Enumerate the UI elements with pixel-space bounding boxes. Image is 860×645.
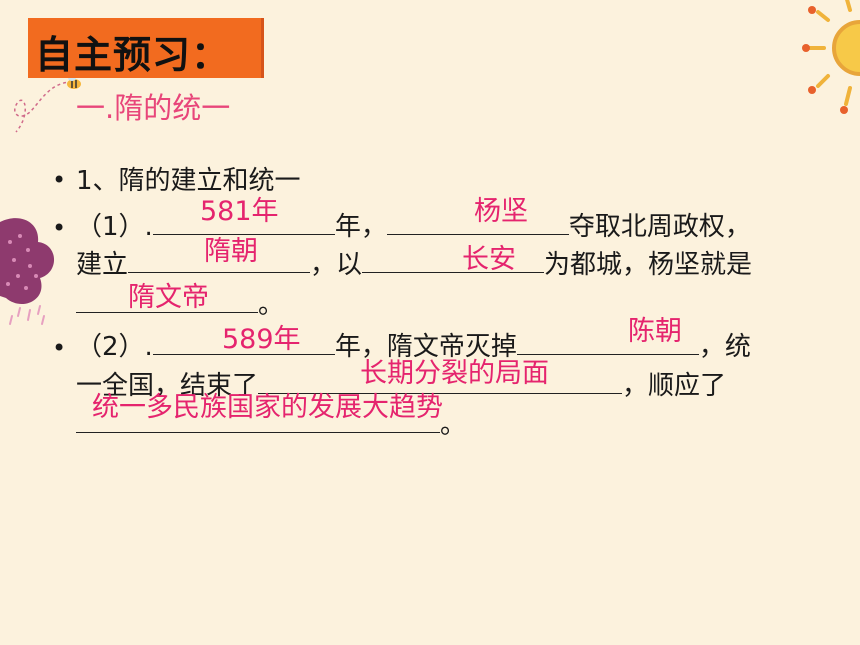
blank-person — [386, 208, 569, 235]
p2-text: 年，隋文帝灭掉 — [334, 332, 517, 362]
sun-decoration — [802, 0, 860, 114]
p2-line2: 一全国，结束了 ，顺应了 — [76, 365, 726, 402]
bullet-3: • — [52, 334, 67, 362]
p2-text: ，顺应了 — [622, 371, 727, 401]
blank-year — [152, 208, 335, 235]
blank-dynasty — [128, 246, 311, 273]
answer-person: 杨坚 — [474, 196, 528, 227]
answer-dynasty-1: 隋朝 — [204, 236, 258, 267]
p2-line3: 。 — [76, 404, 466, 441]
answer-year-2: 589年 — [222, 324, 301, 355]
bullet-1: • — [52, 166, 67, 194]
p2-text: 。 — [440, 410, 467, 440]
p1-line1: （1）. 年， 夺取北周政权， — [76, 206, 751, 243]
blank-capital — [362, 246, 545, 273]
p1-text: 建立 — [76, 250, 129, 280]
page-heading: 自主预习： — [35, 33, 231, 77]
p1-text: 夺取北周政权， — [568, 212, 751, 242]
p2-number: （2）. — [76, 332, 153, 362]
heading-background — [28, 18, 264, 78]
p1-text: 为都城，杨坚就是 — [544, 250, 753, 280]
p1-line2: 建立 ，以 为都城，杨坚就是 — [76, 244, 752, 281]
blank-trend — [76, 406, 440, 433]
blank-year-2 — [152, 328, 335, 355]
bullet-2: • — [52, 214, 67, 242]
p1-text: 。 — [258, 290, 285, 320]
answer-ended: 长期分裂的局面 — [360, 358, 549, 389]
p1-line3: 。 — [76, 284, 284, 321]
answer-emperor: 隋文帝 — [128, 282, 209, 313]
item-heading: 1、隋的建立和统一 — [76, 166, 301, 196]
answer-capital: 长安 — [462, 244, 516, 275]
answer-trend: 统一多民族国家的发展大趋势 — [92, 392, 443, 423]
p2-line1: （2）. 年，隋文帝灭掉 ，统 — [76, 326, 751, 363]
answer-dynasty-2: 陈朝 — [628, 316, 682, 347]
p2-text: ，统 — [698, 332, 751, 362]
p2-text: 一全国，结束了 — [76, 371, 259, 401]
p1-text: ，以 — [310, 250, 363, 280]
flower-decoration — [0, 218, 55, 325]
blank-dynasty-2 — [516, 328, 699, 355]
p1-text: 年， — [334, 212, 387, 242]
blank-emperor — [76, 286, 258, 313]
section-title: 一.隋的统一 — [76, 91, 231, 125]
blank-ended — [258, 367, 623, 394]
answer-year-1: 581年 — [200, 196, 279, 227]
p1-number: （1）. — [76, 212, 153, 242]
